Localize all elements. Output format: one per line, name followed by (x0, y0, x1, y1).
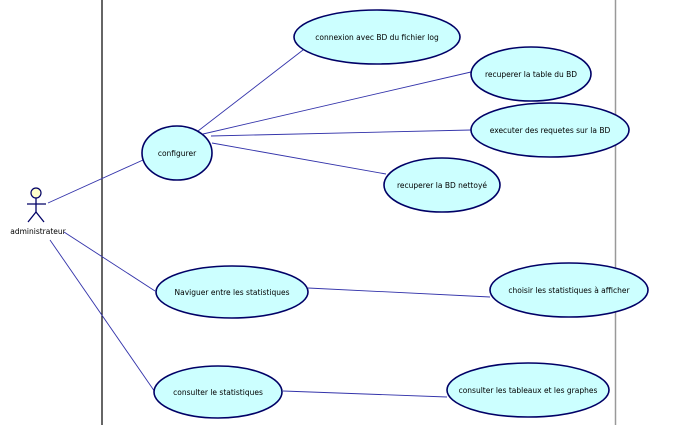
use-case-consulter-stats[interactable]: consulter le statistiques (153, 365, 283, 419)
use-case-ellipse (141, 125, 213, 181)
association-configurer-connexion (197, 49, 304, 132)
use-case-label: Naviguer entre les statistiques (175, 288, 290, 297)
use-case-connexion[interactable]: connexion avec BD du fichier log (293, 9, 461, 65)
use-case-ellipse (489, 262, 649, 318)
use-case-label: choisir les statistiques à afficher (508, 286, 630, 295)
association-consulter-stats-consulter-tableaux (282, 390, 448, 398)
actor-leg-right (35, 211, 45, 223)
use-case-ellipse (446, 362, 610, 418)
association-administrateur-naviguer (63, 231, 156, 292)
associations (47, 49, 491, 398)
use-case-ellipse (293, 9, 461, 65)
use-case-choisir[interactable]: choisir les statistiques à afficher (489, 262, 649, 318)
use-case-label: consulter les tableaux et les graphes (459, 386, 598, 395)
use-case-ellipse (470, 46, 592, 102)
actor-leg-left (27, 211, 37, 223)
use-case-ellipse (383, 157, 501, 213)
association-administrateur-consulter-stats (49, 239, 156, 393)
use-case-label: recuperer la table du BD (485, 70, 577, 79)
use-case-consulter-tableaux[interactable]: consulter les tableaux et les graphes (446, 362, 610, 418)
use-case-recuperer-nettoye[interactable]: recuperer la BD nettoyé (383, 157, 501, 213)
use-case-label: consulter le statistiques (173, 388, 263, 397)
association-naviguer-choisir (307, 287, 491, 298)
use-case-naviguer[interactable]: Naviguer entre les statistiques (155, 265, 309, 319)
use-case-ellipse (470, 102, 630, 158)
use-case-ellipse (153, 365, 283, 419)
use-case-ellipse (155, 265, 309, 319)
association-configurer-executer (210, 129, 472, 137)
actor-label: administrateur (10, 227, 66, 236)
association-configurer-recuperer-table (202, 71, 472, 135)
actor-administrateur[interactable]: administrateur (10, 187, 67, 236)
association-administrateur-configurer (47, 159, 144, 204)
use-case-configurer[interactable]: configurer (141, 125, 213, 181)
association-configurer-recuperer-nettoye (211, 142, 387, 175)
use-case-label: executer des requetes sur la BD (490, 126, 611, 135)
use-case-label: connexion avec BD du fichier log (315, 33, 439, 42)
use-case-executer[interactable]: executer des requetes sur la BD (470, 102, 630, 158)
use-case-label: recuperer la BD nettoyé (397, 181, 487, 190)
use-case-recuperer-table[interactable]: recuperer la table du BD (470, 46, 592, 102)
use-case-label: configurer (158, 149, 197, 158)
actor-head-icon (30, 187, 42, 199)
